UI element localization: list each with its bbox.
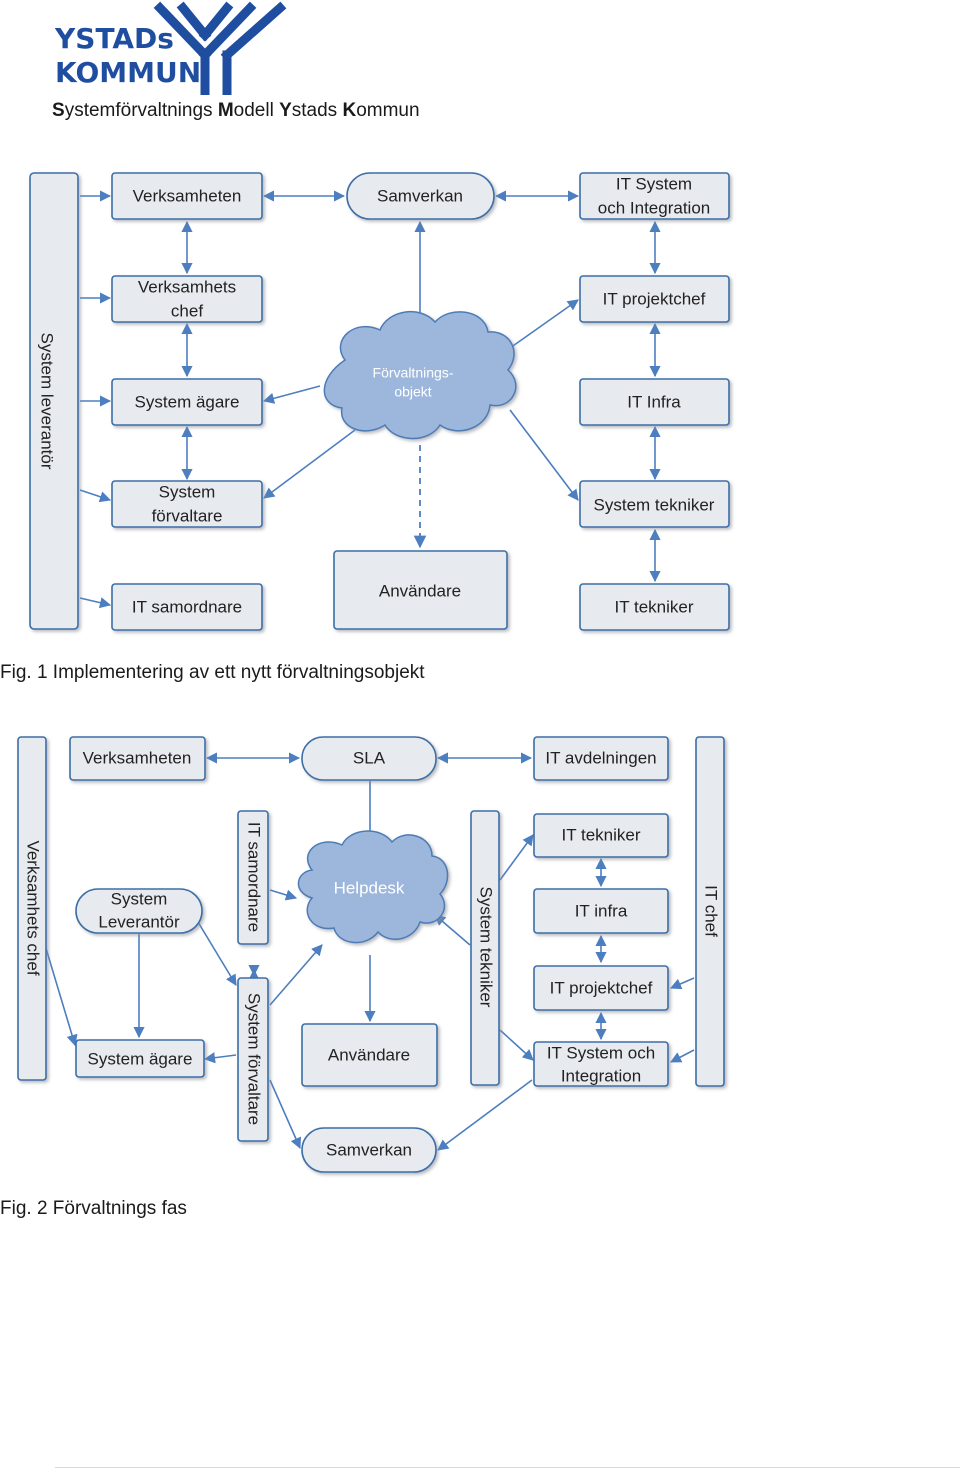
fig1-it-system-line2: och Integration [598, 198, 710, 217]
fig1-it-projektchef: IT projektchef [579, 275, 730, 323]
fig2-system-leverantor: System Leverantör [75, 888, 203, 934]
fig2-samverkan: Samverkan [301, 1127, 437, 1173]
fig2-it-samordnare-label: IT samordnare [245, 822, 264, 932]
fig1-system-tekniker-label: System tekniker [594, 495, 715, 514]
fig2-anvandare-label: Användare [328, 1045, 410, 1064]
fig1-samverkan-label: Samverkan [377, 186, 463, 205]
fig1-it-samordnare: IT samordnare [111, 583, 263, 631]
fig2-system-leverantor-line1: System [111, 889, 168, 908]
fig1-verksamheten-label: Verksamheten [133, 186, 242, 205]
footer-divider [55, 1467, 960, 1468]
fig1-it-tekniker: IT tekniker [579, 583, 730, 631]
fig1-connectors [79, 190, 661, 609]
fig1-verksamheten: Verksamheten [111, 172, 263, 220]
fig2-it-system-integration: IT System och Integration [533, 1041, 669, 1087]
fig2-it-system-line1: IT System och [547, 1043, 655, 1062]
logo-line1: YSTADs [55, 22, 174, 55]
fig1-anvandare: Användare [333, 550, 508, 630]
fig2-it-system-line2: Integration [561, 1066, 641, 1085]
fig2-system-leverantor-line2: Leverantör [98, 912, 180, 931]
logo-symbol [153, 1, 287, 95]
ystads-kommun-logo: YSTADs KOMMUN [55, 1, 287, 95]
logo-line2: KOMMUN [55, 56, 201, 89]
fig2-samverkan-label: Samverkan [326, 1140, 412, 1159]
fig1-it-projektchef-label: IT projektchef [603, 289, 706, 308]
fig1-system-forvaltare-line2: förvaltare [152, 506, 223, 525]
fig2-caption: Fig. 2 Förvaltnings fas [0, 1198, 187, 1219]
fig1-it-infra: IT Infra [579, 378, 730, 426]
fig1-it-system-line1: IT System [616, 174, 692, 193]
fig1-system-leverantor: System leverantör [29, 172, 79, 630]
figure-1: System leverantör Verksamheten Samverkan… [29, 172, 730, 631]
fig2-anvandare: Användare [301, 1023, 438, 1087]
fig1-system-forvaltare: System förvaltare [111, 480, 263, 528]
fig1-verksamhets-chef-line2: chef [171, 301, 203, 320]
fig1-system-agare: System ägare [111, 378, 263, 426]
fig1-it-tekniker-label: IT tekniker [614, 597, 693, 616]
fig2-it-infra-label: IT infra [575, 901, 628, 920]
fig2-system-tekniker-label: System tekniker [477, 887, 496, 1008]
fig1-verksamhets-chef: Verksamhets chef [111, 275, 263, 323]
fig2-it-projektchef: IT projektchef [533, 965, 669, 1011]
fig2-it-chef: IT chef [695, 736, 725, 1087]
fig1-it-infra-label: IT Infra [627, 392, 681, 411]
figure-2: Verksamhets chef Verksamheten SLA IT avd… [17, 736, 725, 1173]
fig1-anvandare-label: Användare [379, 581, 461, 600]
fig2-helpdesk-cloud: Helpdesk [297, 830, 449, 944]
fig2-sla: SLA [301, 736, 437, 781]
fig2-it-avdelningen: IT avdelningen [533, 736, 669, 781]
fig1-forvaltningsobjekt-cloud: Förvaltnings- objekt [323, 311, 517, 440]
fig2-verksamhets-chef: Verksamhets chef [17, 736, 47, 1081]
fig1-system-leverantor-label: System leverantör [38, 333, 57, 470]
page-subtitle: Systemförvaltnings Modell Ystads Kommun [52, 100, 420, 121]
fig2-it-samordnare: IT samordnare [237, 810, 269, 945]
fig1-it-samordnare-label: IT samordnare [132, 597, 242, 616]
fig1-system-forvaltare-line1: System [159, 482, 216, 501]
fig1-system-tekniker: System tekniker [579, 480, 730, 528]
fig2-it-tekniker: IT tekniker [533, 813, 669, 858]
fig2-it-chef-label: IT chef [702, 885, 721, 937]
fig2-system-forvaltare: System förvaltare [237, 977, 269, 1142]
fig1-forvaltningsobjekt-line2: objekt [394, 384, 431, 400]
fig2-sla-label: SLA [353, 748, 386, 767]
fig2-verksamheten: Verksamheten [69, 736, 206, 781]
fig1-caption: Fig. 1 Implementering av ett nytt förval… [0, 662, 425, 683]
fig2-system-agare-label: System ägare [88, 1049, 193, 1068]
fig1-forvaltningsobjekt-line1: Förvaltnings- [373, 365, 454, 381]
fig2-it-avdelningen-label: IT avdelningen [545, 748, 656, 767]
fig2-system-forvaltare-label: System förvaltare [245, 993, 264, 1125]
fig2-system-tekniker: System tekniker [470, 810, 500, 1086]
fig2-system-agare: System ägare [75, 1039, 205, 1078]
fig2-it-tekniker-label: IT tekniker [561, 825, 640, 844]
fig1-system-agare-label: System ägare [135, 392, 240, 411]
fig2-it-projektchef-label: IT projektchef [550, 978, 653, 997]
fig2-verksamhets-chef-label: Verksamhets chef [24, 840, 43, 975]
fig2-verksamheten-label: Verksamheten [83, 748, 192, 767]
fig1-it-system-integration: IT System och Integration [579, 172, 730, 220]
fig2-it-infra: IT infra [533, 888, 669, 934]
fig2-helpdesk-label: Helpdesk [334, 878, 405, 897]
fig1-samverkan: Samverkan [346, 172, 495, 220]
fig1-verksamhets-chef-line1: Verksamhets [138, 277, 236, 296]
